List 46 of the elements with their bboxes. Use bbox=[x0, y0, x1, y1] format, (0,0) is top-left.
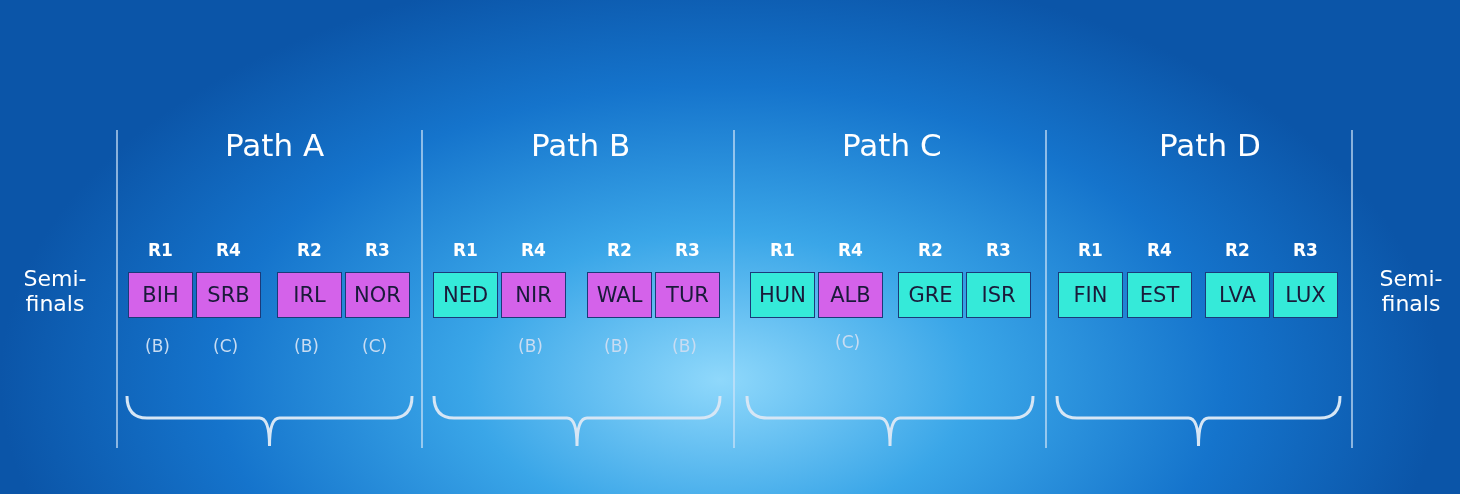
team-box: NED bbox=[433, 272, 498, 318]
round-label: R3 bbox=[365, 240, 390, 260]
round-label: R2 bbox=[1225, 240, 1250, 260]
round-label: R1 bbox=[770, 240, 795, 260]
team-box: FIN bbox=[1058, 272, 1123, 318]
round-label: R3 bbox=[1293, 240, 1318, 260]
round-label: R1 bbox=[453, 240, 478, 260]
team-box: GRE bbox=[898, 272, 963, 318]
group-note: (C) bbox=[362, 336, 388, 356]
team-box: HUN bbox=[750, 272, 815, 318]
round-label: R1 bbox=[148, 240, 173, 260]
round-label: R2 bbox=[297, 240, 322, 260]
round-label: R4 bbox=[216, 240, 241, 260]
round-label: R4 bbox=[521, 240, 546, 260]
round-label: R4 bbox=[1147, 240, 1172, 260]
stage-label: Semi-finals bbox=[22, 266, 88, 316]
team-box: LVA bbox=[1205, 272, 1270, 318]
group-note: (C) bbox=[835, 332, 861, 352]
path-heading: Path A bbox=[225, 127, 325, 163]
path-heading: Path B bbox=[531, 127, 631, 163]
round-label: R2 bbox=[607, 240, 632, 260]
round-label: R4 bbox=[838, 240, 863, 260]
team-box: TUR bbox=[655, 272, 720, 318]
team-box: LUX bbox=[1273, 272, 1338, 318]
team-box: SRB bbox=[196, 272, 261, 318]
group-note: (B) bbox=[604, 336, 629, 356]
group-note: (B) bbox=[145, 336, 170, 356]
team-box: IRL bbox=[277, 272, 342, 318]
round-label: R1 bbox=[1078, 240, 1103, 260]
group-note: (B) bbox=[518, 336, 543, 356]
team-box: NIR bbox=[501, 272, 566, 318]
round-label: R3 bbox=[986, 240, 1011, 260]
team-box: ALB bbox=[818, 272, 883, 318]
group-note: (B) bbox=[672, 336, 697, 356]
path-heading: Path C bbox=[842, 127, 942, 163]
team-box: WAL bbox=[587, 272, 652, 318]
group-note: (B) bbox=[294, 336, 319, 356]
stage-label: Semi-finals bbox=[1378, 266, 1444, 316]
team-box: EST bbox=[1127, 272, 1192, 318]
round-label: R3 bbox=[675, 240, 700, 260]
round-label: R2 bbox=[918, 240, 943, 260]
group-note: (C) bbox=[213, 336, 239, 356]
team-box: ISR bbox=[966, 272, 1031, 318]
path-heading: Path D bbox=[1159, 127, 1261, 163]
team-box: NOR bbox=[345, 272, 410, 318]
team-box: BIH bbox=[128, 272, 193, 318]
